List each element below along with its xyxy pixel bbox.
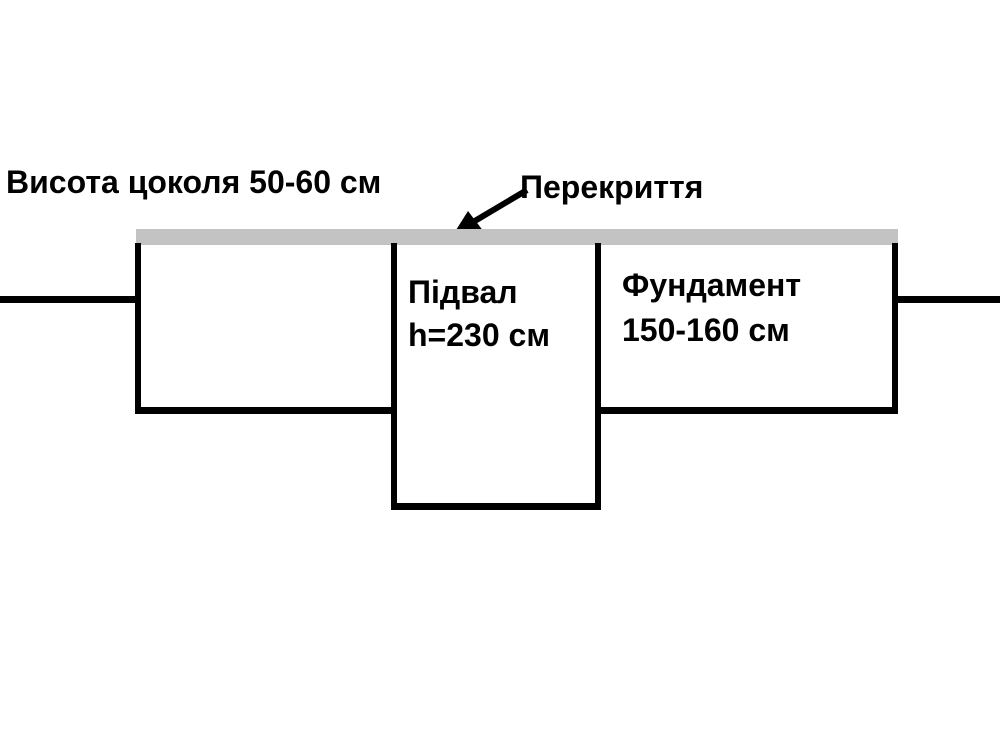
plinth-height-label: Висота цоколя 50-60 см	[6, 164, 382, 200]
left-outer-wall-line	[135, 243, 141, 414]
ground-line-left	[0, 296, 135, 303]
foundation-label-line1: Фундамент	[622, 267, 802, 303]
basement-label: Підвал h=230 см	[408, 271, 550, 357]
left-footing-bottom-line	[135, 407, 397, 414]
arrow-shaft	[461, 187, 529, 231]
ceiling-slab	[136, 229, 898, 245]
basement-label-line1: Підвал	[408, 274, 518, 310]
right-outer-wall-line	[892, 243, 898, 414]
basement-left-wall-line	[391, 243, 397, 510]
basement-label-line2: h=230 см	[408, 317, 550, 353]
ground-line-right	[898, 296, 1000, 303]
basement-right-wall-line	[595, 243, 601, 510]
right-footing-bottom-line	[595, 407, 898, 414]
basement-floor-line	[391, 503, 601, 510]
foundation-label-line2: 150-160 см	[622, 312, 790, 348]
ceiling-label: Перекриття	[520, 169, 704, 205]
foundation-label: Фундамент 150-160 см	[622, 263, 801, 353]
